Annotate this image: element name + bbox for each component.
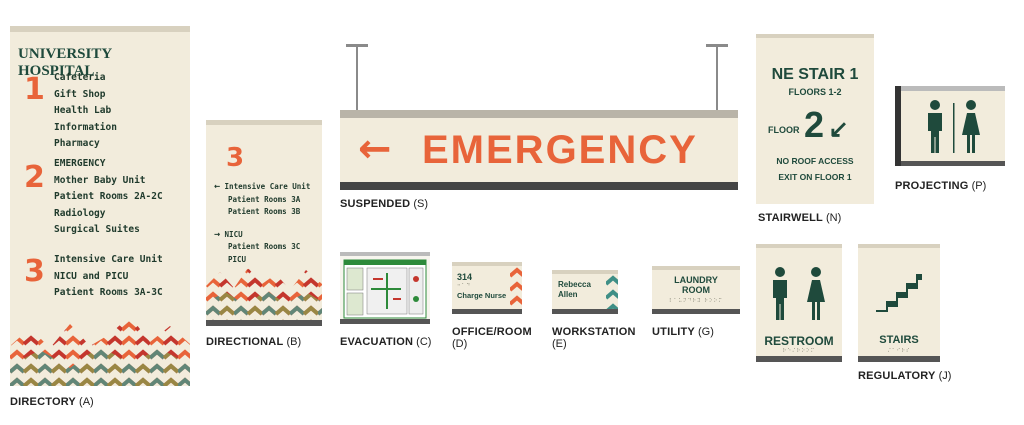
directory-sign: UNIVERSITY HOSPITAL 1 Cafeteria Gift Sho… xyxy=(10,26,190,386)
room-title: Charge Nurse xyxy=(457,291,507,300)
list-item: Patient Rooms 2A-2C xyxy=(54,191,163,202)
list-item: Patient Rooms 3B xyxy=(228,207,301,216)
braille-dots: ⠗⠑⠌⠗⠕⠕⠍ xyxy=(782,348,816,354)
braille-dots: ⠒⠁⠙ xyxy=(457,283,471,289)
group-number: 1 xyxy=(24,72,45,107)
suspension-mount-left xyxy=(346,44,368,47)
stair-floors: FLOORS 1-2 xyxy=(788,87,842,97)
arrow-right-icon: → xyxy=(214,228,221,240)
directory-title: UNIVERSITY HOSPITAL xyxy=(18,46,112,79)
office-room-sign: 314 ⠒⠁⠙ Charge Nurse xyxy=(452,262,522,314)
chevron-accent xyxy=(510,266,522,309)
arrow-down-left-icon: ↙ xyxy=(828,116,849,143)
list-item: Gift Shop xyxy=(54,88,106,100)
chevron-pattern xyxy=(10,316,190,386)
name-line-1: Rebecca xyxy=(558,280,591,289)
workstation-sign: Rebecca Allen xyxy=(552,270,618,314)
emergency-label: EMERGENCY xyxy=(422,128,698,172)
list-item: Health Lab xyxy=(54,105,112,116)
evacuation-sign xyxy=(340,252,430,324)
floor-plan-map xyxy=(343,259,427,319)
group-number: 3 xyxy=(24,254,45,289)
restroom-icon xyxy=(928,100,980,153)
group-number: 2 xyxy=(24,160,45,195)
stairwell-caption: STAIRWELL (N) xyxy=(758,212,842,224)
suspended-caption: SUSPENDED (S) xyxy=(340,198,428,210)
list-item: Surgical Suites xyxy=(54,224,140,235)
directional-sign: 3 ← Intensive Care Unit Patient Rooms 3A… xyxy=(206,120,322,326)
list-item: Intensive Care Unit xyxy=(54,254,163,265)
list-item: Patient Rooms 3C xyxy=(228,242,301,251)
directional-caption: DIRECTIONAL (B) xyxy=(206,336,302,348)
list-item: Patient Rooms 3A xyxy=(228,194,301,204)
list-item: Radiology xyxy=(54,207,106,219)
braille-dots: ⠇⠁⠥⠝⠙⠗⠽ ⠗⠕⠕⠍ xyxy=(669,298,723,304)
office-caption: OFFICE/ROOM(D) xyxy=(452,326,532,350)
restroom-sign: RESTROOM ⠗⠑⠌⠗⠕⠕⠍ xyxy=(756,244,842,362)
list-item: EMERGENCY xyxy=(54,158,106,169)
arrow-left-icon: ← xyxy=(214,181,221,192)
arrow-left-icon: ← xyxy=(358,126,392,172)
directory-caption: DIRECTORY (A) xyxy=(10,396,94,408)
stair-note-1: NO ROOF ACCESS xyxy=(776,156,854,166)
restroom-label: RESTROOM xyxy=(764,334,834,348)
utility-line-2: ROOM xyxy=(682,285,710,295)
suspension-rod-left xyxy=(356,44,358,110)
list-item: NICU xyxy=(224,229,243,239)
stair-note-2: EXIT ON FLOOR 1 xyxy=(778,172,852,182)
floor-number: 3 xyxy=(226,143,245,173)
list-item: Pharmacy xyxy=(54,138,100,149)
room-number: 314 xyxy=(457,272,473,282)
workstation-caption: WORKSTATION(E) xyxy=(552,326,636,350)
braille-dots: ⠌⠁⠊⠗⠎ xyxy=(887,348,911,354)
utility-sign: LAUNDRY ROOM ⠇⠁⠥⠝⠙⠗⠽ ⠗⠕⠕⠍ xyxy=(652,266,740,314)
suspension-mount-right xyxy=(706,44,728,47)
projecting-bracket xyxy=(895,86,901,166)
utility-caption: UTILITY (G) xyxy=(652,326,714,338)
name-line-2: Allen xyxy=(558,290,578,299)
projecting-sign xyxy=(901,86,1005,166)
stairs-sign: STAIRS ⠌⠁⠊⠗⠎ xyxy=(858,244,940,362)
stairs-icon xyxy=(876,274,922,312)
stairs-label: STAIRS xyxy=(879,334,919,346)
list-item: Mother Baby Unit xyxy=(54,174,146,186)
stair-title: NE STAIR 1 xyxy=(771,66,859,83)
regulatory-caption: REGULATORY (J) xyxy=(858,370,952,382)
suspended-sign: ← EMERGENCY xyxy=(340,110,738,190)
floor-number: 2 xyxy=(803,104,824,145)
evacuation-caption: EVACUATION (C) xyxy=(340,336,432,348)
list-item: Patient Rooms 3A-3C xyxy=(54,287,163,298)
projecting-caption: PROJECTING (P) xyxy=(895,180,987,192)
utility-line-1: LAUNDRY xyxy=(674,275,718,285)
stairwell-sign: NE STAIR 1 FLOORS 1-2 FLOOR 2 ↙ NO ROOF … xyxy=(756,34,874,204)
restroom-icon xyxy=(773,267,825,320)
chevron-pattern xyxy=(206,268,322,320)
list-item: PICU xyxy=(228,254,247,264)
list-item: Intensive Care Unit xyxy=(224,182,311,191)
suspension-rod-right xyxy=(716,44,718,110)
list-item: NICU and PICU xyxy=(54,270,129,282)
list-item: Cafeteria xyxy=(54,72,106,83)
chevron-accent xyxy=(606,274,618,309)
floor-label: FLOOR xyxy=(768,125,800,135)
list-item: Information xyxy=(54,121,117,133)
